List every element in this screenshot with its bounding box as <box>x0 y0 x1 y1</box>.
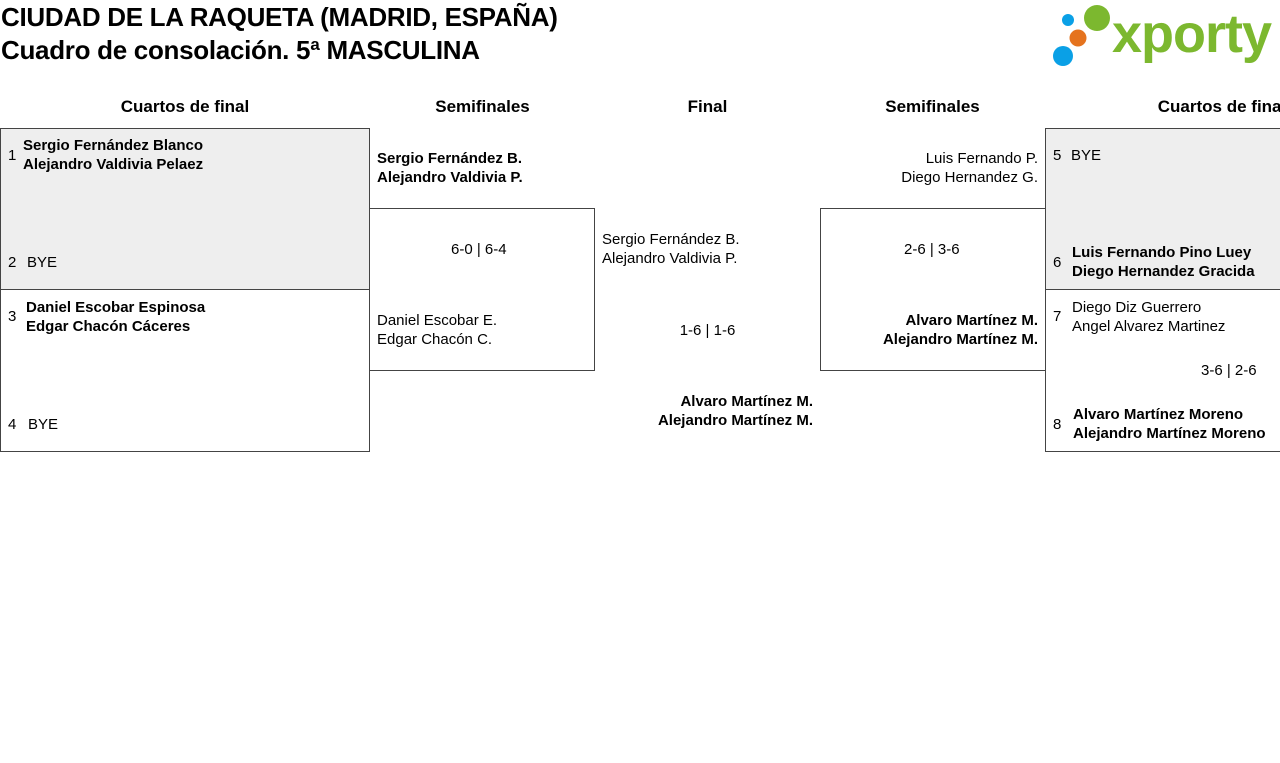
logo-dots-icon <box>1053 5 1110 66</box>
player-name: Alejandro Valdivia P. <box>377 169 523 186</box>
player-name: Alejandro Martínez M. <box>882 331 1038 348</box>
list-item: Luis Fernando Pino Luey Diego Hernandez … <box>1072 243 1255 281</box>
player-name: Alvaro Martínez M. <box>680 393 813 410</box>
seed-number: 7 <box>1053 308 1062 325</box>
player-name: Alejandro Martínez Moreno <box>1073 425 1266 442</box>
player-name: Daniel Escobar Espinosa <box>26 299 206 316</box>
seed-number: 2 <box>8 254 17 271</box>
right-sf-score: 2-6 | 3-6 <box>904 241 960 258</box>
player-name: Sergio Fernández B. <box>602 231 740 248</box>
round-header-right-qf: Cuartos de final <box>1157 97 1280 116</box>
page-title: CIUDAD DE LA RAQUETA (MADRID, ESPAÑA) <box>1 2 558 32</box>
round-header-left-qf: Cuartos de final <box>120 97 250 116</box>
player-name: BYE <box>1071 147 1102 164</box>
player-name: Alejandro Valdivia P. <box>602 250 738 267</box>
player-name: Angel Alvarez Martinez <box>1072 318 1226 335</box>
right-sf-top-pair: Luis Fernando P. Diego Hernandez G. <box>820 149 1038 187</box>
player-name: Sergio Fernández Blanco <box>23 137 204 154</box>
player-name: Alvaro Martínez Moreno <box>1073 406 1244 423</box>
seed-number: 4 <box>8 416 17 433</box>
seed-number: 6 <box>1053 254 1062 271</box>
list-item: Diego Diz Guerrero Angel Alvarez Martine… <box>1072 298 1225 336</box>
final-top-pair: Sergio Fernández B. Alejandro Valdivia P… <box>602 230 740 268</box>
player-name: BYE <box>27 254 58 271</box>
seed-number: 8 <box>1053 416 1062 433</box>
right-sf-bottom-pair: Alvaro Martínez M. Alejandro Martínez M. <box>820 311 1038 349</box>
seed-number: 1 <box>8 147 17 164</box>
left-sf-bracket <box>369 208 595 371</box>
player-name: Luis Fernando Pino Luey <box>1072 244 1252 261</box>
left-qf-match-1 <box>0 128 370 290</box>
seed-number: 5 <box>1053 147 1062 164</box>
right-qf-match-1 <box>1045 128 1280 290</box>
right-qf-score: 3-6 | 2-6 <box>1201 362 1257 379</box>
player-name: Edgar Chacón Cáceres <box>26 318 191 335</box>
list-item: Alvaro Martínez Moreno Alejandro Martíne… <box>1073 405 1266 443</box>
round-header-right-sf: Semifinales <box>885 97 980 116</box>
player-name: Alejandro Martínez M. <box>657 412 813 429</box>
round-header-final: Final <box>687 97 728 116</box>
player-name: Alvaro Martínez M. <box>905 312 1038 329</box>
list-item: Daniel Escobar Espinosa Edgar Chacón Các… <box>26 298 205 336</box>
player-name: Diego Hernandez Gracida <box>1072 263 1255 280</box>
round-header-left-sf: Semifinales <box>435 97 530 116</box>
xporty-logo: xporty <box>1050 4 1278 68</box>
right-sf-bracket <box>820 208 1046 371</box>
player-name: BYE <box>28 416 59 433</box>
player-name: Sergio Fernández B. <box>377 150 523 167</box>
final-score: 1-6 | 1-6 <box>679 322 736 339</box>
player-name: Edgar Chacón C. <box>377 331 493 348</box>
seed-number: 3 <box>8 308 17 325</box>
left-sf-bottom-pair: Daniel Escobar E. Edgar Chacón C. <box>377 311 497 349</box>
page-subtitle: Cuadro de consolación. 5ª MASCULINA <box>1 35 480 65</box>
player-name: Luis Fernando P. <box>925 150 1038 167</box>
final-bottom-pair: Alvaro Martínez M. Alejandro Martínez M. <box>595 392 813 430</box>
left-sf-score: 6-0 | 6-4 <box>451 241 507 258</box>
left-sf-top-pair: Sergio Fernández B. Alejandro Valdivia P… <box>377 149 523 187</box>
player-name: Alejandro Valdivia Pelaez <box>23 156 204 173</box>
list-item: Sergio Fernández Blanco Alejandro Valdiv… <box>23 136 203 174</box>
player-name: Daniel Escobar E. <box>377 312 498 329</box>
player-name: Diego Diz Guerrero <box>1072 299 1202 316</box>
player-name: Diego Hernandez G. <box>901 169 1038 186</box>
logo-text: xporty <box>1112 4 1272 64</box>
right-qf-match-2 <box>1045 289 1280 452</box>
